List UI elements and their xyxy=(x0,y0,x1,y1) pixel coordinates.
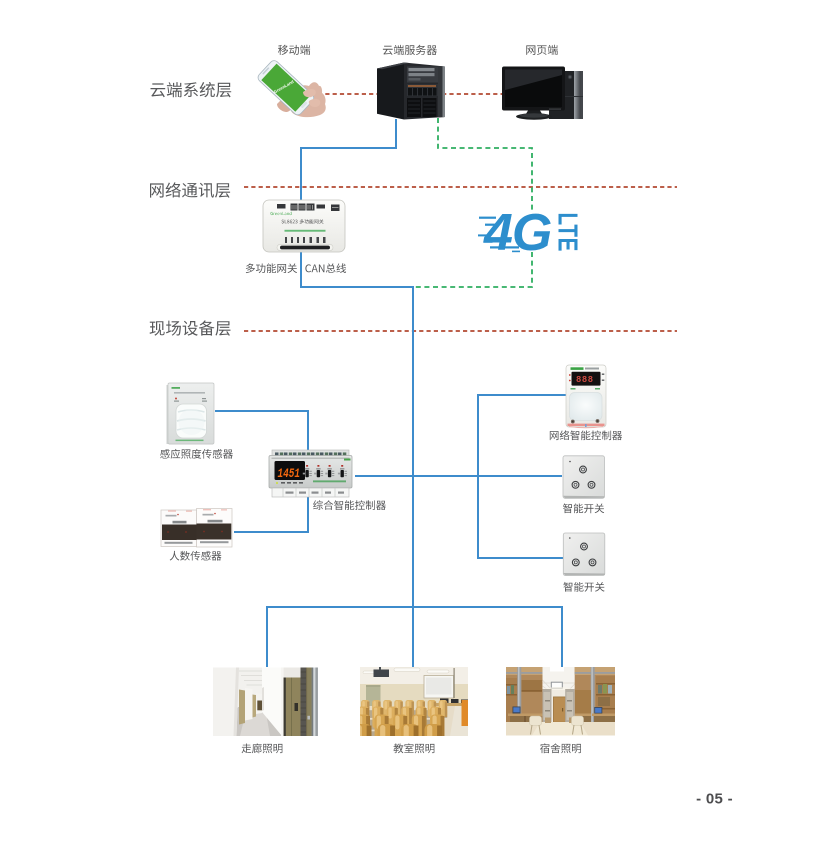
svg-text:- 05 -: - 05 - xyxy=(696,791,733,808)
svg-text:888: 888 xyxy=(576,375,594,385)
svg-text:4G: 4G xyxy=(483,204,551,262)
svg-text:LTE: LTE xyxy=(552,213,583,253)
svg-text:1451: 1451 xyxy=(278,468,300,482)
